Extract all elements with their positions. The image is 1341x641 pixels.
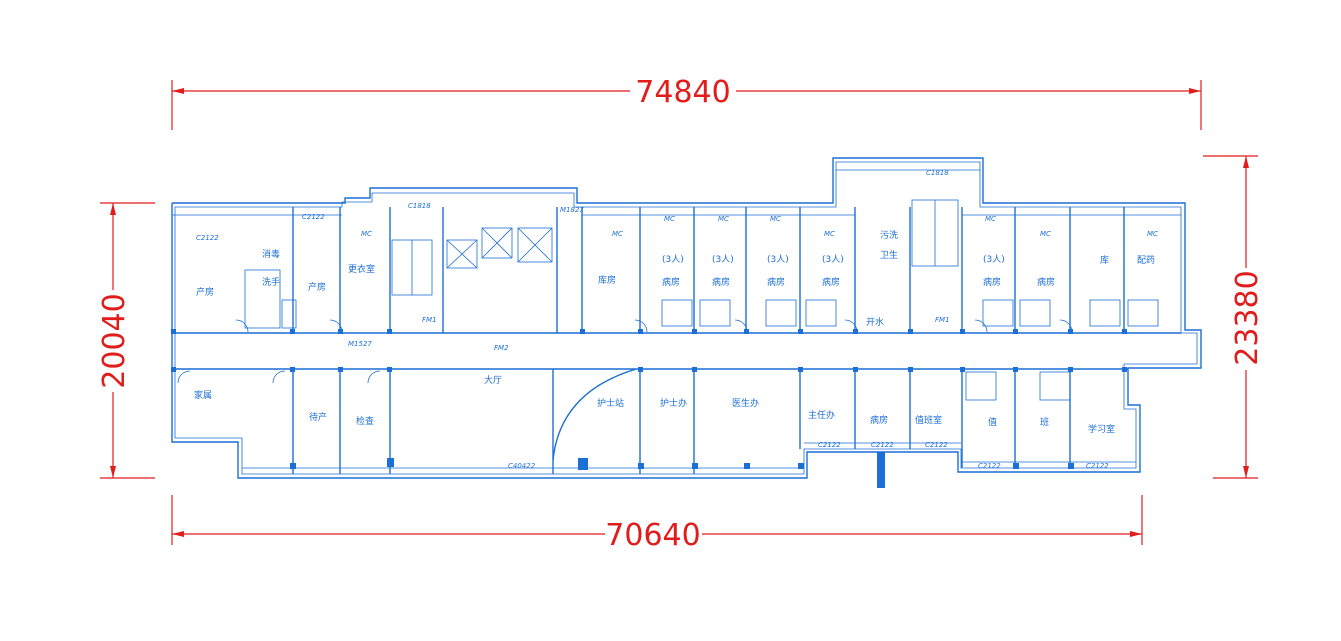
window-tag: C2122 <box>871 441 894 449</box>
room-label: 配药 <box>1137 255 1155 266</box>
room-label: 护士站 <box>597 397 624 409</box>
room-label: 学习室 <box>1088 423 1115 435</box>
door-tag: FM1 <box>422 316 437 324</box>
door-tag: MC <box>718 215 729 223</box>
dimension-bottom-label: 70640 <box>605 518 700 553</box>
room-labels: 产房 产房 消毒 洗手 更衣室 大厅 护士站 护士办 医生办 主任办 库房 病房… <box>194 229 1155 435</box>
room-label: 库房 <box>598 274 616 286</box>
window-tag: C1818 <box>926 169 949 177</box>
room-label: 产房 <box>196 286 214 298</box>
room-label: 检查 <box>356 415 374 427</box>
room-label: (3人) <box>662 254 684 265</box>
dimension-right-label: 23380 <box>1230 270 1265 365</box>
door-tag: MC <box>1147 230 1158 238</box>
door-tag: FM2 <box>494 344 509 352</box>
room-label: 家属 <box>194 389 212 401</box>
room-label: 大厅 <box>484 374 502 386</box>
element-tags: C2122 C2122 C2122 C2122 C2122 C2122 C212… <box>196 169 1158 470</box>
room-label: 病房 <box>1037 276 1055 288</box>
door-tag: MC <box>664 215 675 223</box>
room-label: 主任办 <box>808 409 835 421</box>
room-label: 病房 <box>983 276 1001 288</box>
door-tag: MC <box>824 230 835 238</box>
door-tag: MC <box>985 215 996 223</box>
window-tag: C2122 <box>925 441 948 449</box>
room-label: 待产 <box>309 411 327 423</box>
dimension-left: 20040 <box>97 202 155 479</box>
dimension-top-label: 74840 <box>635 75 730 110</box>
room-label: 更衣室 <box>348 263 375 275</box>
room-label: 护士办 <box>660 397 687 409</box>
door-tag: M1827 <box>560 206 584 214</box>
door-tag: MC <box>361 230 372 238</box>
dimension-bottom: 70640 <box>171 495 1143 553</box>
room-label: 病房 <box>712 276 730 288</box>
window-tag: C40422 <box>508 462 536 470</box>
door-tag: MC <box>1040 230 1051 238</box>
room-label: 库 <box>1100 254 1109 266</box>
room-label: 产房 <box>308 281 326 293</box>
room-label: 病房 <box>870 414 888 426</box>
window-tag: C2122 <box>302 213 325 221</box>
room-label: 班 <box>1040 416 1049 428</box>
dimension-left-label: 20040 <box>97 293 132 388</box>
window-tag: C1818 <box>408 202 431 210</box>
room-label: 开水 <box>866 316 884 328</box>
room-label: 洗手 <box>262 276 280 288</box>
room-label: 消毒 <box>262 248 280 260</box>
window-tag: C2122 <box>978 462 1001 470</box>
room-label: 值班室 <box>915 414 942 426</box>
room-label: (3人) <box>712 254 734 265</box>
room-label: 医生办 <box>732 397 759 409</box>
room-label: (3人) <box>767 254 789 265</box>
door-tag: MC <box>770 215 781 223</box>
window-tag: C2122 <box>196 234 219 242</box>
door-tag: M1527 <box>348 340 372 348</box>
window-tag: C2122 <box>1086 462 1109 470</box>
room-label: 卫生 <box>880 249 898 261</box>
room-label: (3人) <box>822 254 844 265</box>
door-tag: FM1 <box>935 316 950 324</box>
room-label: (3人) <box>983 254 1005 265</box>
dimension-right: 23380 <box>1203 155 1265 479</box>
room-label: 病房 <box>767 276 785 288</box>
room-label: 病房 <box>822 276 840 288</box>
room-label: 病房 <box>662 276 680 288</box>
building-outline <box>171 157 1202 488</box>
door-tag: MC <box>612 230 623 238</box>
dimension-top: 74840 <box>171 75 1202 130</box>
room-label: 污洗 <box>880 229 898 241</box>
window-tag: C2122 <box>818 441 841 449</box>
room-label: 值 <box>988 416 997 428</box>
